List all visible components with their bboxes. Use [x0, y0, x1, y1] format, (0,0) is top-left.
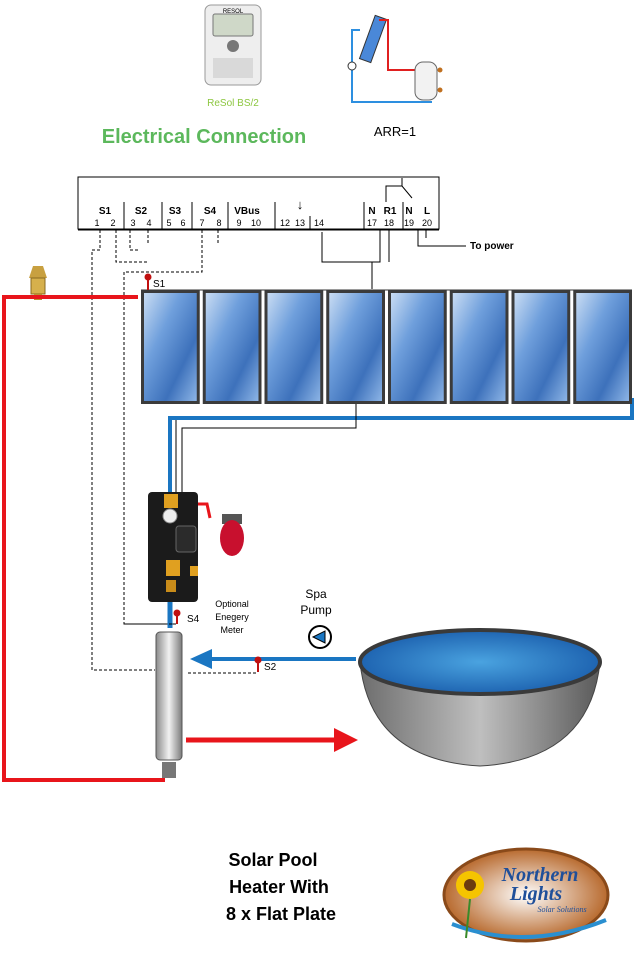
sensor-wiring [91, 230, 258, 674]
pump-label-2: Pump [300, 603, 332, 617]
terminal-group-s2: S2 [135, 206, 148, 217]
pump-control-wire [181, 402, 357, 504]
sensor-s1-label: S1 [153, 279, 166, 290]
terminal-pin-18: 18 [384, 218, 394, 228]
collector-glass [267, 293, 321, 401]
terminal-group-s3: S3 [169, 206, 182, 217]
terminal-pin-6: 6 [180, 218, 185, 228]
terminal-pin-10: 10 [251, 218, 261, 228]
collector-glass [144, 293, 197, 401]
sensor-s2-icon [254, 656, 262, 672]
collector-glass [391, 293, 444, 401]
collector-glass [329, 293, 382, 401]
system-schematic-icon [347, 14, 443, 103]
terminal-pin-17: 17 [367, 218, 377, 228]
terminal-pin-9: 9 [236, 218, 241, 228]
collector-glass [514, 293, 568, 401]
terminal-group-vbus: VBus [234, 206, 260, 217]
terminal-group-r1: R1 [384, 206, 397, 217]
hot-supply-pipe [2, 295, 165, 782]
terminal-block [77, 176, 440, 231]
hot-flow-arrow [334, 728, 358, 752]
sensor-s4-label: S4 [187, 614, 200, 625]
arr-label: ARR=1 [374, 124, 416, 139]
controller-name: ReSol BS/2 [207, 98, 259, 109]
heat-exchanger-icon [155, 631, 183, 778]
energy-meter-label-1: Optional [215, 599, 249, 609]
terminal-pin-13: 13 [295, 218, 305, 228]
terminal-pin-14: 14 [314, 218, 324, 228]
terminal-pin-20: 20 [422, 218, 432, 228]
terminal-pin-7: 7 [199, 218, 204, 228]
terminal-pin-12: 12 [280, 218, 290, 228]
terminal-group-s4: S4 [204, 206, 217, 217]
collector-glass [205, 293, 259, 401]
controller-display-brand: RESOL [223, 9, 244, 15]
expansion-link-pipe [195, 502, 212, 519]
terminal-pin-1: 1 [94, 218, 99, 228]
terminal-pin-3: 3 [130, 218, 135, 228]
expansion-vessel-icon [220, 514, 244, 556]
logo-sunflower-icon [456, 871, 484, 939]
collector-array [141, 289, 632, 404]
energy-meter-label-2: Enegery [215, 612, 249, 622]
cold-collector-return-pipe [168, 398, 634, 500]
terminal-pin-2: 2 [110, 218, 115, 228]
air-vent-icon [29, 266, 47, 300]
logo-line-3: Solar Solutions [537, 905, 586, 914]
footer-title-line-3: 8 x Flat Plate [226, 904, 336, 924]
footer-title-line-1: Solar Pool [228, 850, 317, 870]
terminal-pin-19: 19 [404, 218, 414, 228]
pump-label-1: Spa [305, 587, 327, 601]
logo-line-1: Northern [501, 864, 579, 886]
cold-flow-arrow [190, 649, 212, 669]
terminal-group-n2: N [405, 206, 412, 217]
terminal-pin-5: 5 [166, 218, 171, 228]
terminal-pin-4: 4 [146, 218, 151, 228]
logo-line-2: Lights [509, 883, 562, 905]
terminal-group-l: L [424, 206, 430, 217]
collector-glass [576, 293, 629, 401]
terminal-group-n1: N [368, 206, 375, 217]
terminal-pin-8: 8 [216, 218, 221, 228]
sensor-s2-label: S2 [264, 662, 277, 673]
pool-icon [358, 628, 602, 767]
electrical-connection-heading: Electrical Connection [102, 126, 307, 148]
earth-symbol: ↓ [297, 197, 304, 212]
pump-icon [308, 625, 332, 649]
pump-station-icon [148, 492, 198, 602]
controller-device-icon [204, 4, 262, 86]
sensor-s4-icon [173, 609, 181, 624]
power-wiring [321, 230, 466, 292]
to-power-label: To power [470, 241, 514, 252]
terminal-group-s1: S1 [99, 206, 112, 217]
collector-glass [452, 293, 506, 401]
sensor-s1-icon [144, 273, 152, 290]
footer-title-line-2: Heater With [229, 877, 329, 897]
logo [442, 847, 610, 943]
energy-meter-label-3: Meter [220, 625, 243, 635]
